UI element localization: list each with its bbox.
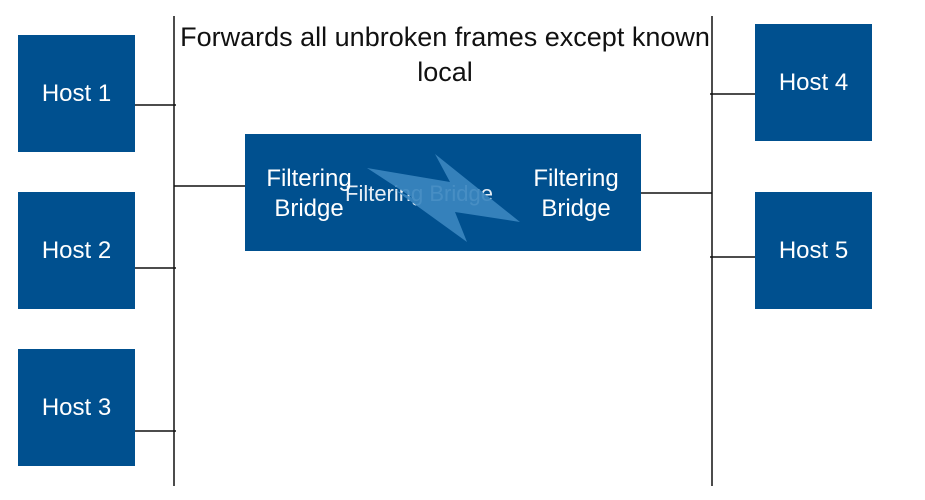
- left-bridge-line2: Bridge: [274, 195, 344, 222]
- host-4: Host 4: [755, 24, 872, 141]
- host-3: Host 3: [18, 349, 135, 466]
- right-filtering-bridge: Filtering Bridge: [506, 164, 646, 224]
- host-2-label: Host 2: [41, 236, 112, 264]
- host-5: Host 5: [755, 192, 872, 309]
- host-1-label: Host 1: [41, 79, 112, 107]
- host-2: Host 2: [18, 192, 135, 309]
- bridge-panel: Filtering Bridge Filtering Bridge Filter…: [245, 134, 641, 251]
- host-3-label: Host 3: [41, 393, 112, 421]
- left-filtering-bridge: Filtering Bridge: [239, 164, 379, 224]
- left-bridge-line1: Filtering: [266, 165, 352, 192]
- diagram-title: Forwards all unbroken frames except know…: [180, 22, 710, 87]
- lightning-bolt-icon: [367, 154, 520, 242]
- host-1: Host 1: [18, 35, 135, 152]
- right-bridge-line1: Filtering: [533, 165, 619, 192]
- host-4-label: Host 4: [778, 68, 849, 96]
- right-bridge-line2: Bridge: [541, 195, 611, 222]
- host-5-label: Host 5: [778, 236, 849, 264]
